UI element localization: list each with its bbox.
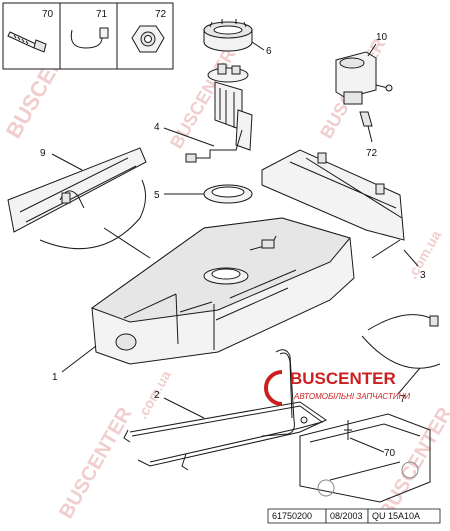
callout-9: 9 [40,148,46,159]
fuel-tank-part [90,217,355,365]
leader-lines [51,41,421,453]
callout-10: 10 [376,32,388,43]
vehicle-location-thumbnail [299,413,431,503]
callout-72-top: 72 [155,9,167,20]
clamp-icon [70,27,109,49]
callout-labels: 70 71 72 6 10 4 9 72 5 3 1 2 7 70 [40,9,426,459]
callout-3: 3 [420,270,426,281]
footer-reference: 61750200 08/2003 QU 15A10A [267,508,441,524]
callout-70-top: 70 [42,9,54,20]
watermark-text-bottom: BUSCENTER [55,403,137,522]
callout-4: 4 [154,122,160,133]
seal-ring-part [203,184,253,204]
fuel-pump-sender-part [185,63,253,163]
buscenter-logo: BUSCENTER АВТОМОБІЛЬНІ ЗАПЧАСТИНИ [264,369,410,406]
logo-brand-text: BUSCENTER [290,369,396,388]
callout-7: 7 [400,394,406,405]
clamp-ring-part [361,314,441,369]
locking-ring-part [203,19,253,52]
callout-71: 71 [96,9,108,20]
callout-70-bottom: 70 [384,448,396,459]
fastener-inset-box [2,2,174,70]
footer-ref-code: 61750200 [272,511,312,521]
callout-2: 2 [154,390,160,401]
inertia-switch-part [335,51,393,127]
callout-6: 6 [266,46,272,57]
callout-72-side: 72 [366,148,378,159]
left-heat-shield-part [7,147,147,250]
logo-subtitle-text: АВТОМОБІЛЬНІ ЗАПЧАСТИНИ [293,392,410,401]
right-heat-shield-part [261,149,405,241]
nut-icon [131,25,165,53]
footer-date: 08/2003 [330,511,363,521]
callout-1: 1 [52,372,58,383]
tank-strap-part [123,349,328,471]
bolt-icon [7,31,47,53]
footer-qu-code: QU 15A10A [372,511,420,521]
callout-5: 5 [154,190,160,201]
